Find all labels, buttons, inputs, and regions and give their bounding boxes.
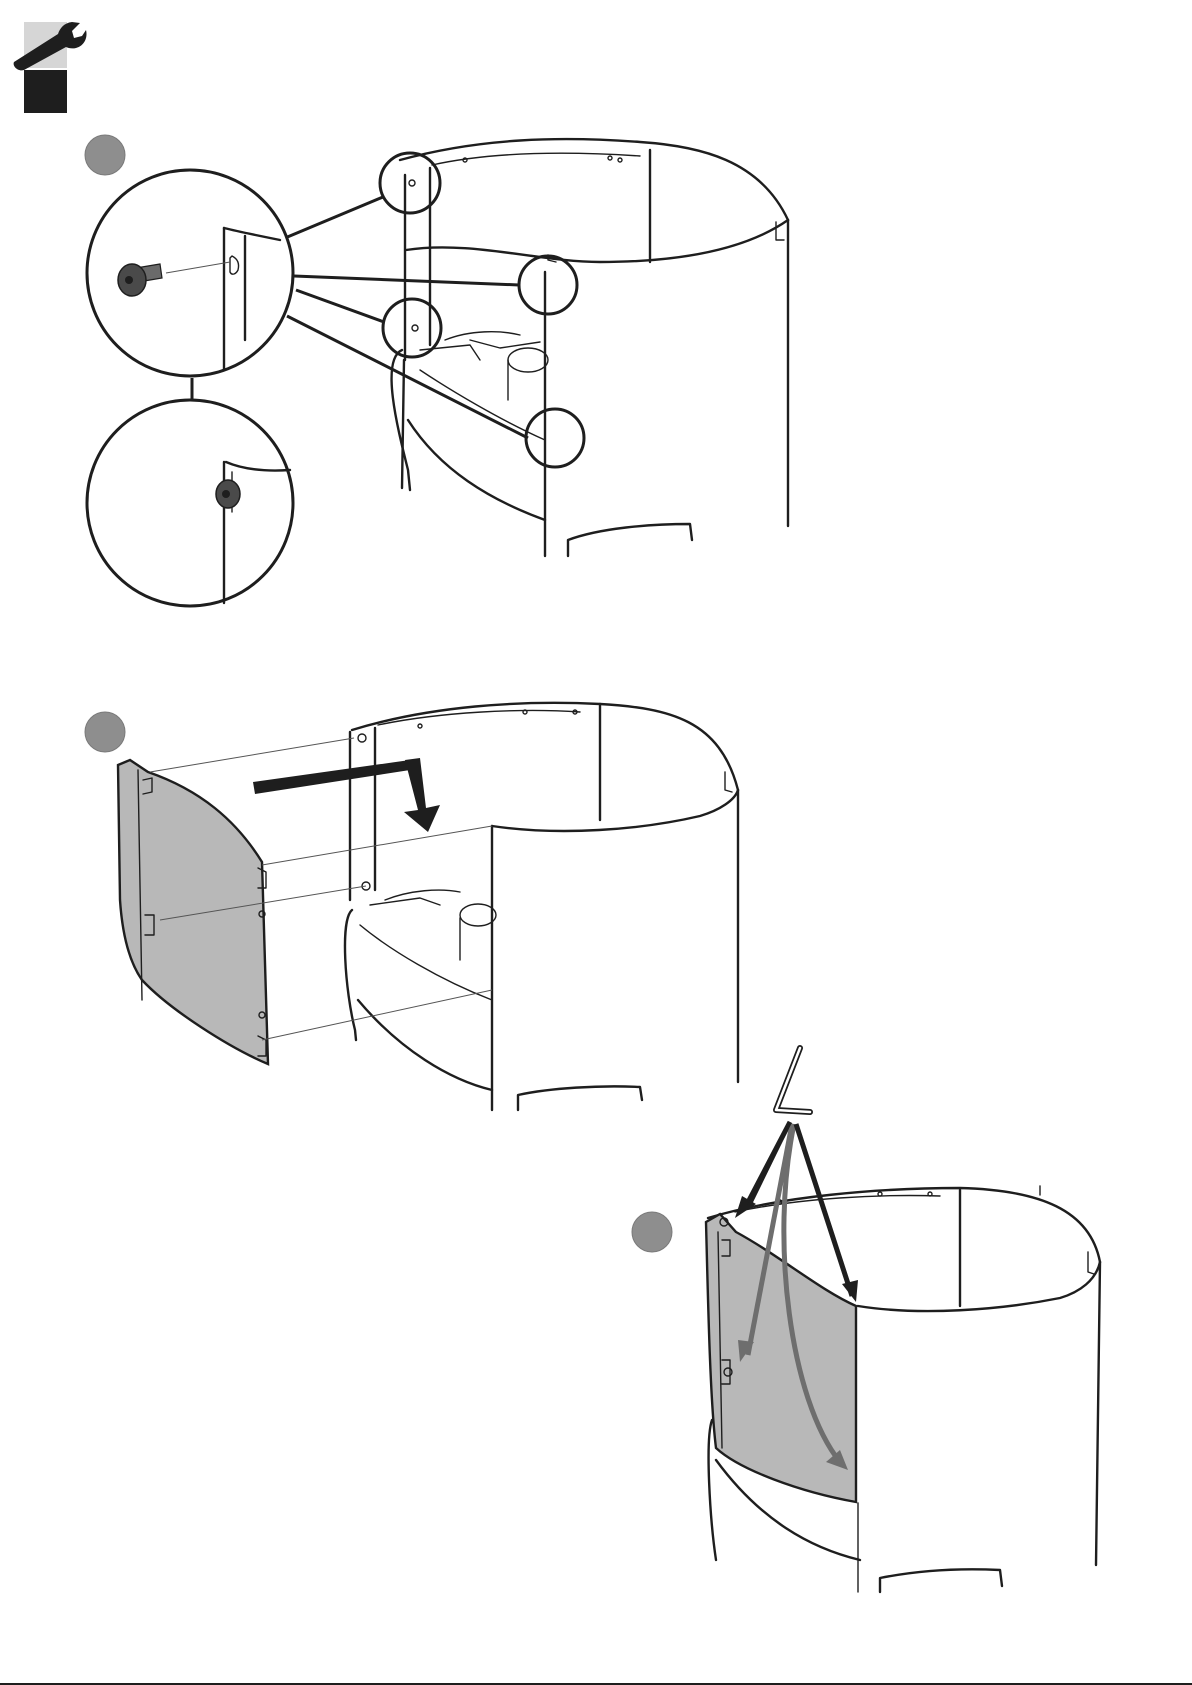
mounted-screw-icon <box>216 480 240 508</box>
step-2-marker <box>85 712 125 752</box>
step-1-group <box>85 135 788 606</box>
side-panel-gray <box>118 760 268 1064</box>
header-wrench-icon <box>14 22 87 113</box>
hex-key-icon <box>776 1048 810 1112</box>
detail-circle-screw <box>87 170 293 376</box>
slide-arrow-icon <box>253 758 440 832</box>
step-2-group <box>85 703 738 1110</box>
step-3-marker <box>632 1212 672 1252</box>
zoom-ring-bottom <box>526 409 584 467</box>
step-1-marker <box>85 135 125 175</box>
detail-circle-mounted-screw <box>87 400 293 606</box>
zoom-ring-top-right <box>519 256 577 314</box>
step-1-stove-body <box>392 139 788 556</box>
step-3-group <box>632 1048 1100 1592</box>
